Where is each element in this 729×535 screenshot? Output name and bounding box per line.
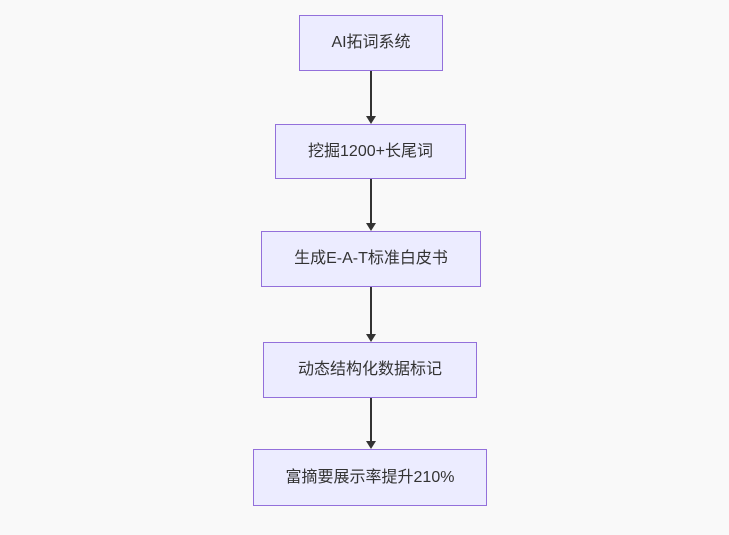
flowchart-arrow-3 [366, 287, 376, 342]
arrowhead-icon [366, 116, 376, 124]
flowchart-node-longtail-keywords: 挖掘1200+长尾词 [275, 124, 466, 179]
flowchart-arrow-1 [366, 71, 376, 124]
flowchart-node-structured-data: 动态结构化数据标记 [263, 342, 477, 398]
arrowhead-icon [366, 334, 376, 342]
node-label: 动态结构化数据标记 [297, 361, 442, 379]
flowchart-node-eat-whitepaper: 生成E-A-T标准白皮书 [261, 231, 481, 287]
arrowhead-icon [366, 223, 376, 231]
flowchart-arrow-2 [366, 179, 376, 231]
flowchart-arrow-4 [366, 398, 376, 449]
arrow-line [370, 71, 372, 117]
node-label: 富摘要展示率提升210% [285, 468, 455, 486]
arrow-line [370, 179, 372, 224]
node-label: 挖掘1200+长尾词 [308, 142, 433, 160]
flowchart-node-rich-snippet-rate: 富摘要展示率提升210% [253, 449, 487, 506]
flowchart-node-ai-expansion: AI拓词系统 [299, 15, 443, 71]
arrow-line [370, 287, 372, 335]
arrowhead-icon [366, 441, 376, 449]
node-label: AI拓词系统 [331, 34, 411, 52]
arrow-line [370, 398, 372, 442]
node-label: 生成E-A-T标准白皮书 [294, 250, 448, 268]
